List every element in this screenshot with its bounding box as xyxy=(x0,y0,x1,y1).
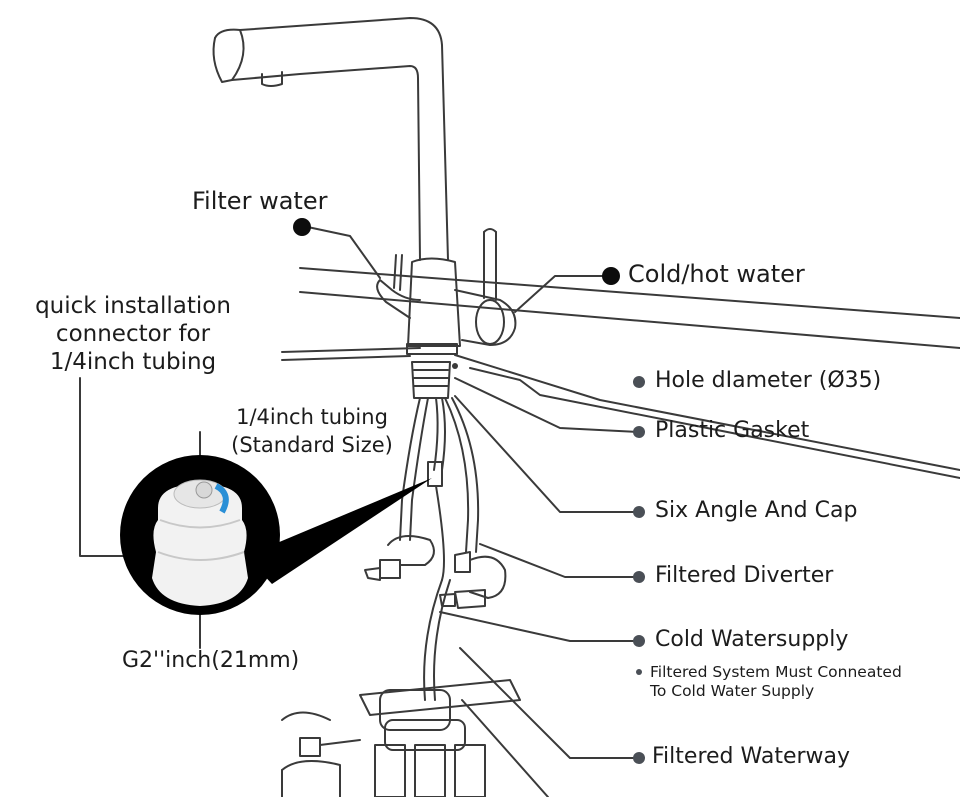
cold-note-bullet xyxy=(636,669,642,675)
quick-installation-line-3: 1/4inch tubing xyxy=(49,349,217,375)
filtered-waterway-bullet xyxy=(633,752,645,764)
plastic-gasket-bullet xyxy=(633,426,645,438)
faucet-spout xyxy=(212,17,449,261)
filtered-diverter-bullet xyxy=(633,571,645,583)
quick-installation-label: quick installation connector for 1/4inch… xyxy=(22,292,244,376)
faucet-body xyxy=(376,228,517,399)
filter-system xyxy=(281,679,521,797)
hose-junction-dot xyxy=(452,363,458,369)
six-angle-label: Six Angle And Cap xyxy=(655,498,858,523)
tubing-line-2: (Standard Size) xyxy=(231,433,393,457)
valves xyxy=(364,535,507,609)
tubing-line-1: 1/4inch tubing xyxy=(236,405,388,429)
tubing-label: 1/4inch tubing (Standard Size) xyxy=(214,403,410,459)
filtered-diverter-label: Filtered Diverter xyxy=(655,563,834,588)
filtered-waterway-label: Filtered Waterway xyxy=(652,744,851,769)
filter-water-bullet xyxy=(293,218,311,236)
hole-diameter-label: Hole dIameter (Ø35) xyxy=(655,368,882,393)
cold-hot-water-label: Cold/hot water xyxy=(628,260,805,288)
cold-note-line-2: To Cold Water Supply xyxy=(650,682,815,700)
cold-note: Filtered System Must Conneated To Cold W… xyxy=(650,663,902,701)
quick-installation-line-1: quick installation xyxy=(35,293,231,319)
filter-water-label: Filter water xyxy=(192,187,328,215)
plastic-gasket-label: Plastic Gasket xyxy=(655,418,810,443)
cold-note-line-1: Filtered System Must Conneated xyxy=(650,663,902,681)
cold-hot-bullet xyxy=(602,267,620,285)
hole-diameter-bullet xyxy=(633,376,645,388)
six-angle-bullet xyxy=(633,506,645,518)
quick-installation-line-2: connector for xyxy=(55,321,211,347)
cold-watersupply-bullet xyxy=(633,635,645,647)
cold-watersupply-label: Cold Watersupply xyxy=(655,627,849,652)
leader-lines xyxy=(79,225,639,797)
g2-inch-label: G2''inch(21mm) xyxy=(122,648,300,673)
connector-callout xyxy=(120,455,432,615)
